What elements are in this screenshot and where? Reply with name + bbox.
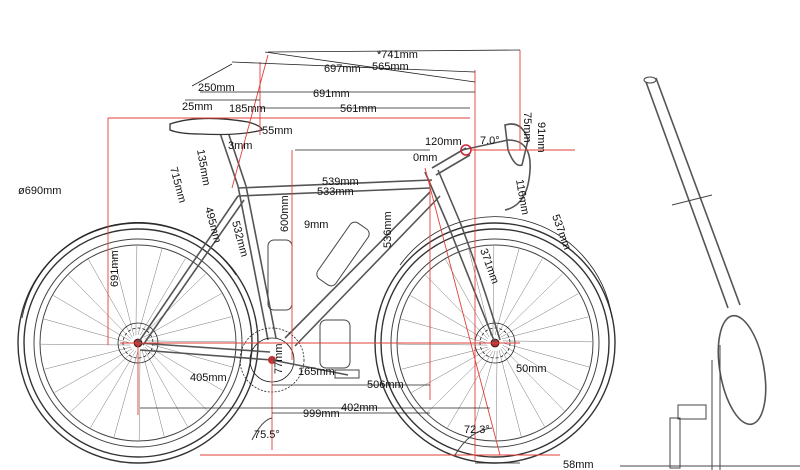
- wheel-spoke: [141, 273, 206, 337]
- head-angle-arc: [454, 427, 493, 456]
- label-565: 565mm: [372, 61, 409, 73]
- wheel-spoke: [400, 318, 488, 344]
- wheel-spoke: [143, 293, 222, 338]
- label-135: 135mm: [194, 148, 212, 186]
- label-185: 185mm: [229, 103, 266, 115]
- label-75: 75mm: [521, 112, 533, 143]
- label-691-left: 691mm: [109, 250, 121, 287]
- wheel-spoke: [498, 273, 563, 337]
- label-77: 77mm: [273, 343, 285, 374]
- label-7deg: 7.0°: [480, 135, 500, 147]
- wheel-spoke: [425, 275, 489, 340]
- label-691-top: 691mm: [313, 88, 350, 100]
- label-25: 25mm: [182, 101, 213, 113]
- wheel-spoke: [41, 343, 131, 346]
- wheel-spoke: [496, 258, 543, 336]
- wheel-spoke: [53, 295, 131, 342]
- front-fender: [399, 216, 613, 319]
- wheel-spoke: [44, 346, 132, 370]
- wheel-spoke: [494, 248, 520, 336]
- label-58: 58mm: [563, 459, 594, 470]
- label-75deg: 75.5°: [254, 429, 280, 441]
- wheel-spoke: [398, 343, 488, 346]
- dimension-labels: *741mm 697mm 565mm 250mm 691mm 25mm 185m…: [18, 49, 594, 470]
- label-600: 600mm: [279, 195, 291, 232]
- wheel-spoke: [502, 340, 592, 343]
- label-533: 533mm: [317, 186, 354, 198]
- label-9: 9mm: [304, 219, 328, 231]
- label-402: 402mm: [341, 402, 378, 414]
- side-view: [620, 76, 800, 470]
- wheel-spoke: [445, 259, 490, 338]
- label-3: 3mm: [228, 140, 252, 152]
- label-697: 697mm: [324, 63, 361, 75]
- wheel-spoke: [145, 340, 235, 343]
- wheel-spoke: [427, 349, 492, 413]
- label-165: 165mm: [298, 366, 335, 378]
- wheel-spoke: [111, 249, 135, 337]
- label-561: 561mm: [340, 103, 377, 115]
- wheel-spoke: [500, 293, 579, 338]
- label-495: 495mm: [202, 206, 223, 245]
- wheel-spoke: [500, 348, 545, 427]
- label-539: 539mm: [322, 176, 359, 188]
- label-0: 0mm: [413, 152, 437, 164]
- wheel-spoke: [90, 350, 137, 428]
- dimension-lines: [140, 49, 521, 464]
- rear-fender: [21, 222, 237, 319]
- wheel-spoke: [137, 248, 163, 336]
- wheel-spoke: [144, 346, 208, 411]
- label-536: 536mm: [382, 211, 394, 248]
- label-506: 506mm: [367, 379, 404, 391]
- label-50: 50mm: [516, 363, 547, 375]
- label-532: 532mm: [229, 220, 250, 259]
- wheel-spoke: [492, 246, 495, 336]
- wheel-spoke: [502, 344, 580, 391]
- construction-lines: [107, 50, 575, 460]
- label-715: 715mm: [167, 166, 188, 205]
- label-250: 250mm: [198, 82, 235, 94]
- wheel-spoke: [43, 318, 131, 344]
- wheel-spoke: [502, 342, 590, 368]
- brake-lever: [504, 123, 529, 167]
- label-120: 120mm: [425, 136, 462, 148]
- wheel-spoke: [113, 350, 139, 438]
- wheel-spoke: [54, 348, 133, 393]
- wheel-spoke: [501, 316, 589, 340]
- label-91: 91mm: [535, 122, 547, 153]
- wheel-spoke: [401, 346, 489, 370]
- label-690: ø690mm: [18, 185, 61, 197]
- bike-frame: [137, 131, 501, 361]
- wheel-spoke: [498, 349, 522, 437]
- wheel-spoke: [135, 246, 138, 336]
- wheel-spoke: [447, 350, 494, 428]
- wheel-spoke: [145, 344, 223, 391]
- label-537: 537mm: [549, 213, 573, 252]
- wheel-spoke: [495, 350, 498, 440]
- wheel-spoke: [68, 275, 132, 340]
- wheel-spoke: [143, 348, 188, 427]
- label-741: *741mm: [377, 49, 418, 61]
- wheel-spoke: [141, 349, 165, 437]
- wheel-spoke: [139, 258, 186, 336]
- label-55: 55mm: [262, 125, 293, 137]
- handlebar: [461, 139, 531, 211]
- wheel-spoke: [138, 350, 141, 440]
- wheel-spoke: [501, 346, 565, 411]
- label-999: 999mm: [303, 408, 340, 420]
- saddle: [169, 117, 263, 136]
- wheel-spoke: [145, 342, 233, 368]
- label-405: 405mm: [190, 372, 227, 384]
- wheel-spoke: [70, 349, 135, 413]
- wheel-spoke: [410, 295, 488, 342]
- wheel-spoke: [88, 259, 133, 338]
- label-72deg: 72.3°: [464, 424, 490, 436]
- seat-angle-arc: [251, 417, 273, 441]
- wheel-spoke: [144, 316, 232, 340]
